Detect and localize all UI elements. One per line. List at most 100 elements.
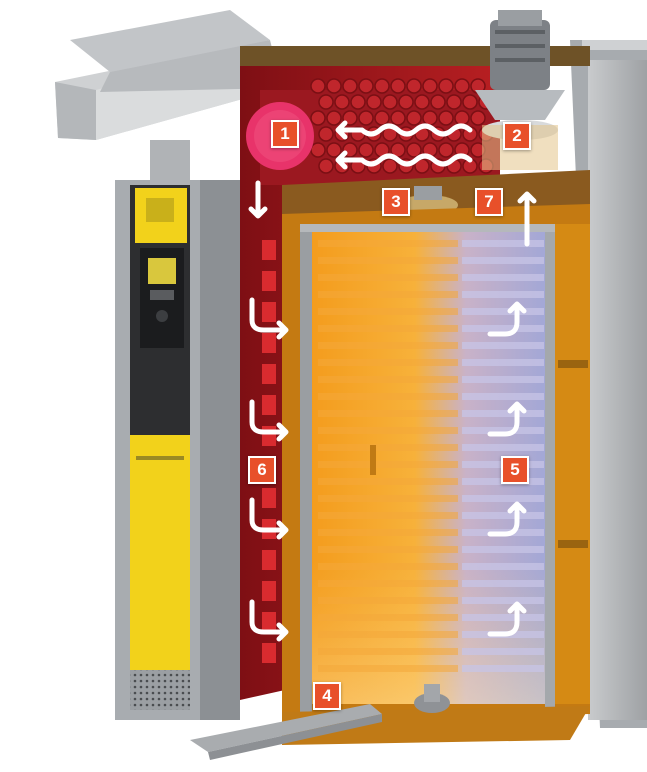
heat-tube <box>327 143 341 157</box>
heat-tube <box>311 79 325 93</box>
heat-tube <box>359 79 373 93</box>
rack-slat <box>318 308 458 315</box>
rack-slat <box>318 597 458 604</box>
heat-tube <box>423 111 437 125</box>
rack-slat <box>318 427 458 434</box>
heat-tube <box>455 111 469 125</box>
heat-tube <box>383 159 397 173</box>
callout-2: 2 <box>503 122 531 150</box>
rack-slat <box>318 512 458 519</box>
rack-slat <box>318 410 458 417</box>
heat-tube <box>319 95 333 109</box>
rack-slat <box>318 325 458 332</box>
rack-slat <box>462 325 544 332</box>
callout-3: 3 <box>382 188 410 216</box>
rack-slat <box>462 291 544 298</box>
duct-fin <box>262 364 276 384</box>
heat-tube <box>311 111 325 125</box>
control-column <box>115 140 240 720</box>
rack-slat <box>462 546 544 553</box>
heat-tube <box>423 79 437 93</box>
rack-slat <box>318 478 458 485</box>
heat-tube <box>439 111 453 125</box>
duct-fin <box>262 643 276 663</box>
heat-tube <box>407 79 421 93</box>
heat-tube <box>375 111 389 125</box>
rack-slat <box>462 648 544 655</box>
heat-tube <box>439 143 453 157</box>
rack-slat <box>318 648 458 655</box>
duct-fin <box>262 488 276 508</box>
heat-tube <box>359 143 373 157</box>
rack-slat <box>318 461 458 468</box>
heat-tube <box>415 95 429 109</box>
callout-6: 6 <box>248 456 276 484</box>
heat-tube <box>447 95 461 109</box>
heat-tube <box>463 95 477 109</box>
rack-slat <box>318 614 458 621</box>
rack-slat <box>462 665 544 672</box>
heat-tube <box>455 79 469 93</box>
heat-tube <box>407 111 421 125</box>
rack-slat <box>462 580 544 587</box>
duct-fin <box>262 581 276 601</box>
rack-slat <box>318 563 458 570</box>
rack-slat <box>318 240 458 247</box>
duct-fin <box>262 395 276 415</box>
heat-tube <box>367 95 381 109</box>
heat-tube <box>383 95 397 109</box>
rack-slat <box>318 546 458 553</box>
rack-slat <box>462 342 544 349</box>
rack-slat <box>318 257 458 264</box>
rack-slat <box>462 410 544 417</box>
rack-slat <box>318 393 458 400</box>
rack-slat <box>318 291 458 298</box>
rack-slat <box>462 444 544 451</box>
duct-fin <box>262 271 276 291</box>
heat-tube <box>399 95 413 109</box>
rack-slat <box>318 580 458 587</box>
rack-slat <box>318 376 458 383</box>
rack-slat <box>462 512 544 519</box>
rack-slat <box>462 257 544 264</box>
callout-1: 1 <box>271 120 299 148</box>
heat-tube <box>327 79 341 93</box>
rack-slat <box>318 631 458 638</box>
heat-tube <box>431 95 445 109</box>
duct-fin <box>262 550 276 570</box>
rack-slat <box>462 563 544 570</box>
rack-slat <box>462 393 544 400</box>
heat-tube <box>319 127 333 141</box>
duct-fin <box>262 426 276 446</box>
duct-fin <box>262 333 276 353</box>
rack-slat <box>462 240 544 247</box>
callout-7: 7 <box>475 188 503 216</box>
rack-slat <box>462 376 544 383</box>
rack-slat <box>462 597 544 604</box>
rack-slat <box>462 274 544 281</box>
heat-tube <box>351 95 365 109</box>
heat-tube <box>319 159 333 173</box>
rack-slat <box>318 495 458 502</box>
heat-tube <box>407 143 421 157</box>
duct-fin <box>262 612 276 632</box>
rack-slat <box>318 444 458 451</box>
rack-slat <box>318 359 458 366</box>
heat-tube <box>439 79 453 93</box>
heat-tube <box>359 111 373 125</box>
heat-tube <box>471 111 485 125</box>
rack-slat <box>318 274 458 281</box>
rack-slat <box>318 529 458 536</box>
rack-slat <box>318 665 458 672</box>
callout-4: 4 <box>313 682 341 710</box>
heat-tube <box>311 143 325 157</box>
heat-tube <box>327 111 341 125</box>
callout-5: 5 <box>501 456 529 484</box>
heat-tube <box>391 79 405 93</box>
duct-fin <box>262 302 276 322</box>
rack-slat <box>462 495 544 502</box>
rack-slat <box>462 359 544 366</box>
duct-fin <box>262 240 276 260</box>
heat-tube <box>375 79 389 93</box>
